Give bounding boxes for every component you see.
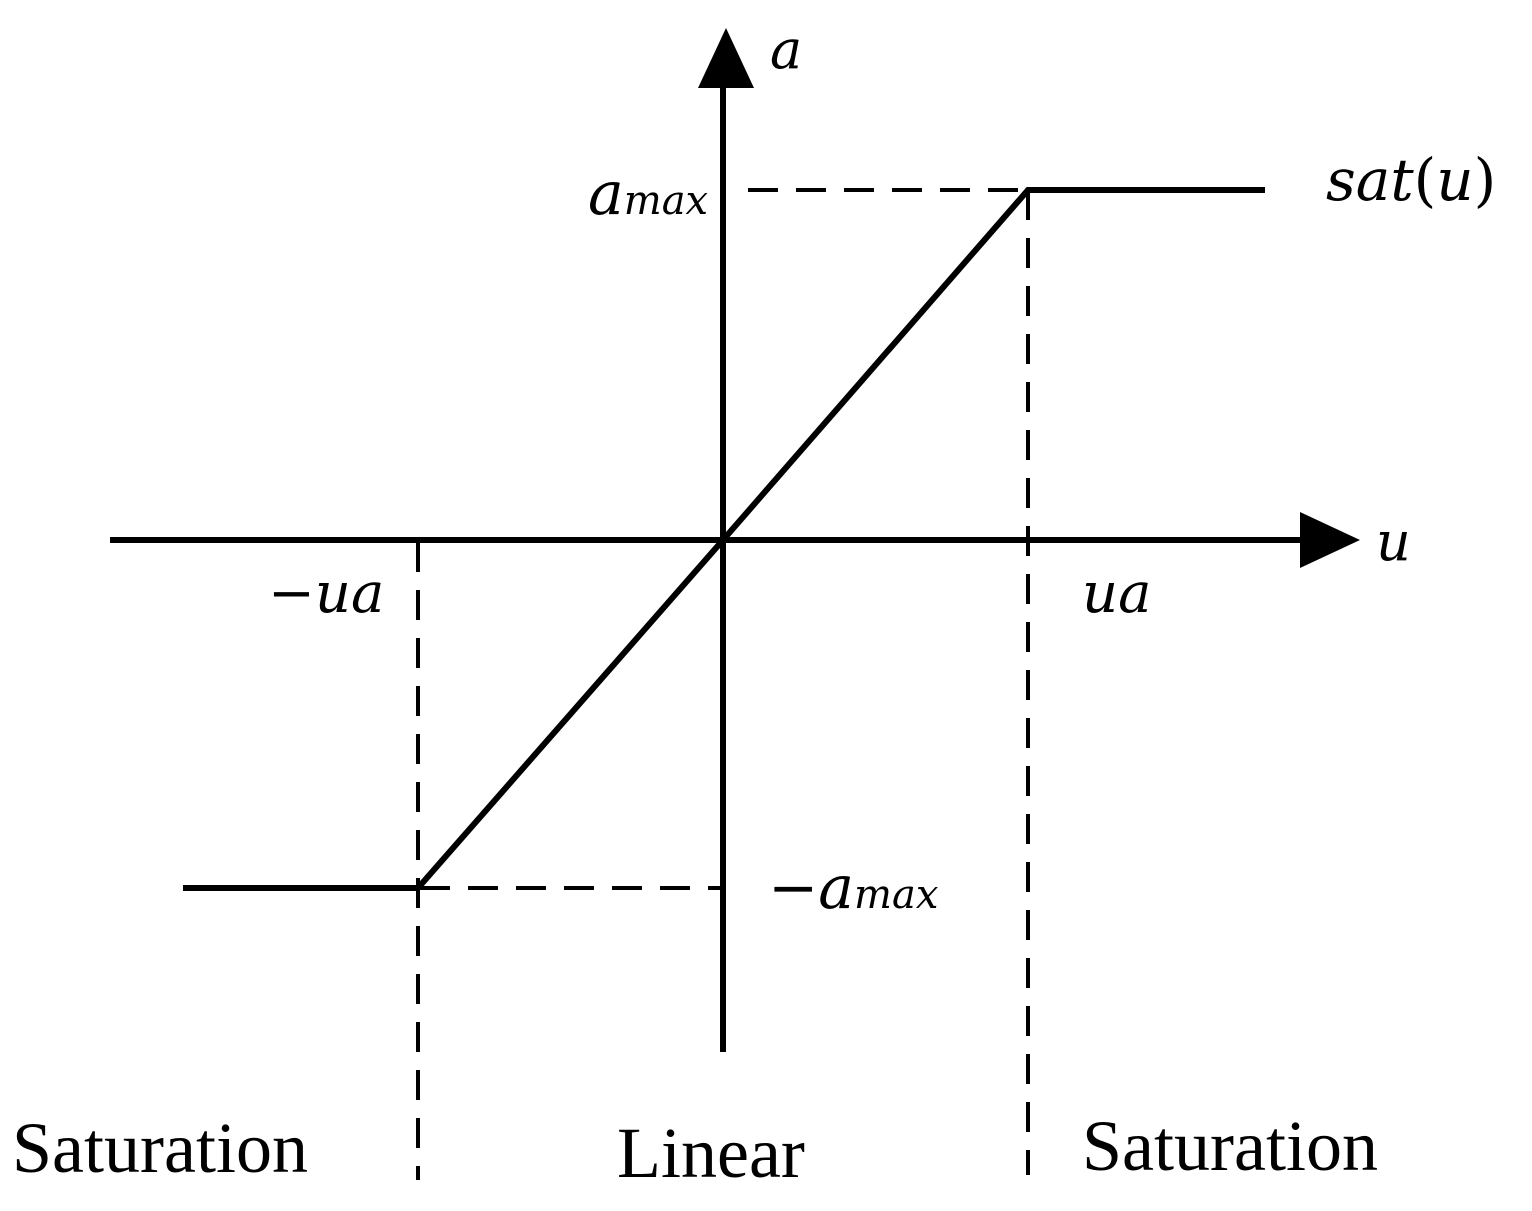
- amax-label-base: a: [588, 159, 624, 229]
- neg-amax-label: −amax: [768, 853, 938, 923]
- y-axis-label: a: [770, 18, 802, 81]
- neg-amax-label-sub: max: [854, 872, 938, 918]
- region-label-left: Saturation: [12, 1108, 308, 1188]
- function-name: sat: [1326, 146, 1414, 214]
- y-axis-arrowhead: [698, 28, 754, 88]
- neg-ua-label-base: −u: [268, 561, 351, 626]
- amax-label-sub: max: [624, 178, 708, 224]
- ua-label: ua: [1082, 561, 1151, 626]
- neg-amax-label-base: −a: [768, 853, 854, 923]
- neg-ua-label-sub: a: [351, 561, 384, 626]
- saturation-curve: [183, 187, 1265, 891]
- x-axis-label: u: [1376, 510, 1411, 573]
- function-argument: u: [1436, 146, 1473, 214]
- function-open-paren: (: [1414, 146, 1437, 214]
- ua-label-base: u: [1082, 561, 1118, 626]
- region-label-middle: Linear: [617, 1113, 805, 1193]
- ua-label-sub: a: [1118, 561, 1151, 626]
- function-label: sat(u): [1326, 146, 1496, 214]
- amax-label: amax: [588, 159, 708, 229]
- x-axis-arrowhead: [1300, 512, 1360, 568]
- function-close-paren: ): [1474, 146, 1497, 214]
- region-label-right: Saturation: [1082, 1106, 1378, 1186]
- neg-ua-label: −ua: [268, 561, 384, 626]
